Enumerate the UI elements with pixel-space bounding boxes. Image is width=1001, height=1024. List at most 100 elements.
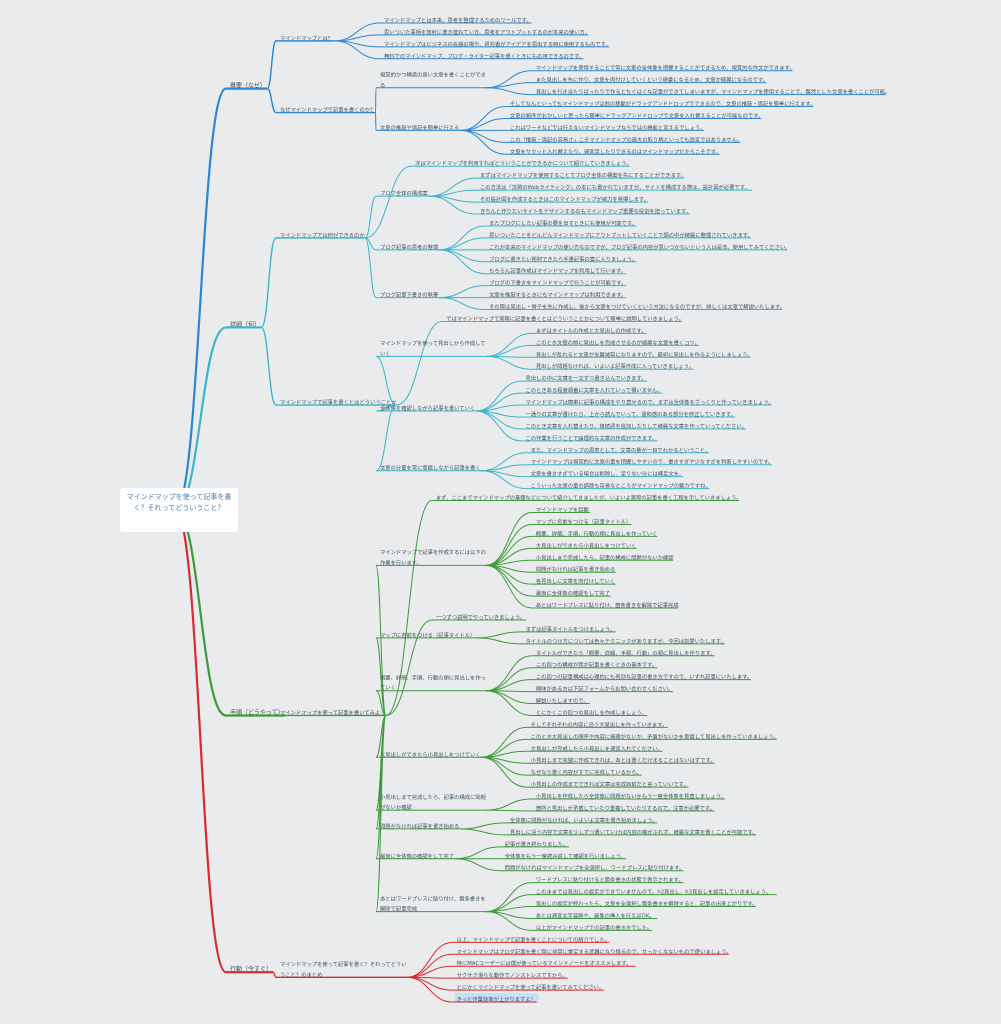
leaf-label[interactable]: マインドマップはブログ記事を書く際に非常に重宝する武器になり得るので、せっかくな… [457, 947, 732, 955]
leaf-label[interactable]: 文章を推敲するときにもマインドマップは利用できます。 [489, 291, 626, 299]
leaf-label[interactable]: ワードプレスに貼り付けると箇条書きの状態で表示されます。 [536, 876, 684, 884]
leaf-label[interactable]: マインドマップは簡単に記事の構成をやり直せるので、まずは全体像をざっくりと作って… [525, 398, 773, 406]
leaf-label[interactable]: 文章を書きすぎている場合は削除し、足りない分には補足文を。 [531, 470, 685, 478]
leaf-label[interactable]: 見出しの中に文章を一文ずつ書き込んでいきます。 [525, 374, 646, 382]
leaf-label[interactable]: このとき文章の前に見出しを完成させるのが綺麗な文章を書くコツ。 [536, 338, 700, 346]
branch-label[interactable]: 概要（なぜ） [230, 82, 266, 90]
topic-label[interactable]: 問題がなければ記事を書き始める [380, 822, 459, 830]
leaf-label[interactable]: 見出しに沿う内容で文章を少しずつ書いていけば内容の軸がぶれず、綺麗な文章を書くこ… [510, 828, 758, 836]
leaf-label[interactable]: なぜなら書く内容がすでに完成しているから。 [531, 768, 642, 776]
topic-label[interactable]: あとはワードプレスに貼り付け、箇条書きを解除で記事完成 [380, 894, 486, 912]
topic-label[interactable]: マインドマップでは何ができるのか [280, 231, 365, 239]
topic-label[interactable]: マップに名前をつける（記事タイトル） [380, 631, 475, 639]
topic-label[interactable]: マインドマップとは？ [280, 35, 333, 42]
leaf-label[interactable]: 箇所と見出しが矛盾していたり重複していたりするので、注意が必要です。 [536, 804, 715, 812]
leaf-label[interactable]: ブログに書きたい題材できたら手書記事の案に入りましょう。 [489, 255, 637, 263]
topic-label[interactable]: 概要、詳細、手順、行動の順に見出しを作っていく [380, 674, 486, 692]
branch-label[interactable]: 行動（今すぐ） [230, 965, 272, 973]
leaf-label[interactable]: ではマインドマップで実際に記事を書くとはどういうことかについて簡単に説明していき… [446, 314, 684, 322]
leaf-label[interactable]: きちんと作りたいサイトをデザインするのもマインドマップ重要な役割を担っています。 [480, 207, 691, 215]
leaf-label[interactable]: 見出しを行き当たりばったりで作るとちぐはぐな記事ができてしまいますが、マインドマ… [536, 88, 890, 96]
leaf-label[interactable]: 一通りの文章が書けたら、上から読んでいって、違和感のある部分を修正していきます。 [525, 410, 735, 418]
leaf-label[interactable]: まず、ここまでマインドマップの基礎などについて紹介してきましたが、いよいよ実際の… [436, 494, 742, 502]
leaf-label[interactable]: 記事が書き終わりました。 [505, 840, 569, 848]
leaf-label[interactable]: 見出しが乱れると文章が支離滅裂になりますので、最初に見出しを作るようにしましょう… [536, 350, 753, 358]
leaf-label[interactable]: また見出しを先に作り、文章を肉付けしていくという順番になるため、文章が綺麗になる… [536, 76, 768, 84]
leaf-label[interactable]: 全体像をもう一度読み返して確認を行いましょう。 [505, 852, 626, 860]
leaf-label[interactable]: 興味がある方は下記フォームからお問い合わせください。 [536, 685, 674, 693]
topic-label[interactable]: 大見出しができたら小見出しをつけていく [380, 750, 481, 758]
leaf-label[interactable]: 最後に全体像の確認をして完了 [536, 589, 610, 597]
leaf-label[interactable]: そしてなんといってもマインドマップは他の移動がドラッグアンドドロップでできるので… [510, 100, 815, 108]
leaf-label[interactable]: このとき大見出しの順序や内容に無理がないか、矛盾がないかを意識して見出しを作って… [531, 732, 779, 740]
leaf-label[interactable]: 思いついたことをどんどんマインドマップにアウトプットしていくことで頭の中が綺麗に… [489, 231, 753, 239]
topic-label[interactable]: 視覚的かつ構造の高い文章を書くことができる [380, 71, 486, 89]
leaf-label[interactable]: 各見出しに文章を肉付けしていく [536, 577, 615, 585]
leaf-label[interactable]: とにかくこの四つの見出しを作成しましょう。 [536, 708, 647, 716]
leaf-label[interactable]: 特にMACユーザーには僕が使っているマインドノードをオススメします。 [457, 959, 632, 967]
leaf-label[interactable]: まずは記事タイトルをつけましょう。 [525, 625, 615, 633]
topic-label[interactable]: ブログ全体の構成案 [380, 189, 428, 197]
leaf-label[interactable]: 大見出しが完成したら小見出しを適宜入れてください。 [531, 744, 663, 752]
leaf-label[interactable]: 問題がなければ記事を書き始める [536, 565, 615, 573]
leaf-label[interactable]: 以上がマインドマップでの記事の書き方でした。 [536, 923, 653, 931]
leaf-label[interactable]: もちろん記事作成はマインドマップを利用して行います。 [489, 267, 626, 275]
leaf-label[interactable]: 見出しの設定が終わったら、文章を全選択し箇条書きを解除すると、記事の出来上がりで… [536, 900, 758, 908]
leaf-label[interactable]: 次はマインドマップを利用すればどういうことができるかについて紹介していきましょう… [415, 159, 631, 167]
leaf-label[interactable]: 見出しが問題なければ、いよいよ記事作成に入っていきましょう。 [536, 362, 694, 370]
leaf-label[interactable]: 文章をサクッと入れ替えたり、適宜足したりできるのはマインドマップだからこそです。 [510, 147, 721, 155]
leaf-label[interactable]: 問題がなければマインドマップを全選択し、ワードプレスに貼り付けます。 [505, 864, 685, 872]
topic-label[interactable]: 最後に全体像の確認をして完了 [380, 852, 454, 860]
leaf-label[interactable]: マインドマップを起動 [536, 506, 589, 514]
topic-label[interactable]: マインドマップで記事を書くとはどういうことか [280, 398, 397, 406]
leaf-label[interactable]: 以上、マインドマップで記事を書くことについての紹介でした。 [457, 935, 610, 943]
leaf-label[interactable]: 思いついた事柄を放射に書き連ねていき、思考をアウトプットするのが本来の使い方。 [384, 28, 590, 36]
leaf-label[interactable]: まずはタイトルの作成と大見出しの作成です。 [536, 326, 647, 334]
leaf-label[interactable]: ブログの下書きをマインドマップで行うことが可能です。 [489, 279, 626, 287]
leaf-label[interactable]: 大見出しができたら小見出しをつけていく [536, 541, 637, 549]
topic-label[interactable]: 文章の分量を常に意識しながら記事を書く [380, 464, 481, 472]
topic-label[interactable]: マインドマップで記事を作成するには以下の作業を行います。 [380, 548, 486, 566]
leaf-label[interactable]: タイトルのつけ方については色々テクニックがありますが、今回は割愛いたします。 [525, 637, 725, 645]
leaf-label[interactable]: 小見出しまで完璧に作成できれば、あとは書くだけまることはないはずです。 [531, 756, 716, 764]
leaf-label[interactable]: 概要、詳細、手順、行動の順に見出しを作っていく [536, 529, 658, 537]
leaf-label[interactable]: その設計図を作成するときはこのマインドマップが威力を発揮します。 [480, 195, 649, 203]
topic-label[interactable]: ブログ記事下書きの執筆 [380, 291, 439, 299]
leaf-label[interactable]: マインドマップは視覚的に文章の量を把握しやすいので、書きすぎや少なすぎを判断しや… [531, 458, 774, 466]
leaf-label[interactable]: このときある程度順番に文章を入れていって構いません。 [525, 386, 662, 394]
leaf-label[interactable]: 全体像に問題がなければ、いよいよ文章を書き始めましょう。 [510, 816, 658, 824]
leaf-label[interactable]: あとは適宜文字装飾や、画像の挿入を行えばOK。 [536, 911, 655, 919]
leaf-label[interactable]: マインドマップとは本来、思考を整理するためのツールです。 [384, 16, 532, 24]
leaf-label[interactable]: この四つの構成が我が記事を書くときの基本です。 [536, 661, 657, 669]
leaf-label[interactable]: その際は見出し・骨子を先に作成し、後から文章をつけていくという方法になるのですが… [489, 303, 785, 311]
leaf-label[interactable]: こういった文章の量の調節も容易なところがマインドマップの魅力ですね。 [531, 482, 711, 490]
leaf-label[interactable]: 小見出しの作成までできれば文章は完成目前だと言っていいです。 [531, 780, 689, 788]
leaf-label[interactable]: これが本来のマインドマップの使い方なのですが、ブログ記事の内容が思いつかないとい… [489, 243, 791, 251]
leaf-label[interactable]: そしてそれぞれの内容に沿う大見出しを作っていきます。 [531, 720, 668, 728]
leaf-label[interactable]: これはワードなどでは行えないマインドマップならではの機能と言えるでしょう。 [510, 123, 705, 131]
leaf-label[interactable]: タイトルができたら「概要、詳細、手順、行動」の順に見出しを作ります。 [536, 649, 716, 657]
leaf-label[interactable]: このとき文章を入れ替えたり、接続詞を追加したりして綺麗な文章を作っていってくださ… [525, 422, 746, 430]
leaf-label[interactable]: 解説いたしますので。 [536, 697, 589, 705]
topic-label[interactable]: なぜマインドマップで記事を書くのか？ [280, 106, 375, 114]
leaf-label[interactable]: マインドマップはビジネスの会議の場や、研究者がアイデアを思出する時に使用するもの… [384, 40, 611, 48]
root-node[interactable]: マインドマップを使って記事を書く？それってどういうこと？ [120, 488, 238, 532]
topic-label[interactable]: ブログ記事の思考の整理 [380, 243, 439, 251]
leaf-label[interactable]: この方法は『沈黙のWebライティング』の本にも書かれていますが、サイトを構成する… [480, 183, 750, 191]
topic-label[interactable]: 小見出しまで完成したら、記事の構成に問題がないか確認 [380, 793, 487, 811]
branch-label[interactable]: 手順（どうやって） [230, 708, 284, 716]
leaf-label[interactable]: 小見出しまで完成したら、記事の構成に問題がないか確認 [536, 553, 674, 561]
topic-label[interactable]: マインドマップを使って記事を書く？それってどういうこと？のまとめ [280, 960, 407, 978]
leaf-label[interactable]: また、マインドマップの恩恵として、文章の量が一目でわかるということ。 [531, 446, 711, 454]
topic-label[interactable]: 文章の推敲や追記を簡単に行える [380, 123, 459, 131]
leaf-label[interactable]: 無料でのマインドマップ、ブログ・ライター記事を書くときにも応用できるのです。 [384, 52, 584, 60]
leaf-label[interactable]: あとはワードプレスに貼り付け、箇条書きを解除で記事完成 [536, 601, 679, 609]
leaf-label[interactable]: とにかくマインドマップを使って記事を書いてみてください。 [457, 983, 605, 991]
leaf-label[interactable]: マインドマップを使用することで常に文章の全体像を把握することができるため、視覚的… [536, 64, 795, 72]
leaf-label[interactable]: 一つずつ説明でやっていきましょう。 [436, 613, 525, 621]
topic-label[interactable]: マインドマップを使って見出しから作成していく [380, 339, 486, 357]
topic-label[interactable]: マインドマップを使って記事を書いてみよう [280, 708, 386, 716]
leaf-label[interactable]: マップに名前をつける（記事タイトル） [536, 517, 631, 525]
leaf-label[interactable]: 文章の順序がおかしいと思ったら簡単にドラッグアンドドロップで文章を入れ替えること… [510, 111, 763, 119]
leaf-label[interactable]: この「推敲・追記の容易さ」こそマインドマップの最大の取り柄といっても過言ではあり… [510, 135, 742, 143]
